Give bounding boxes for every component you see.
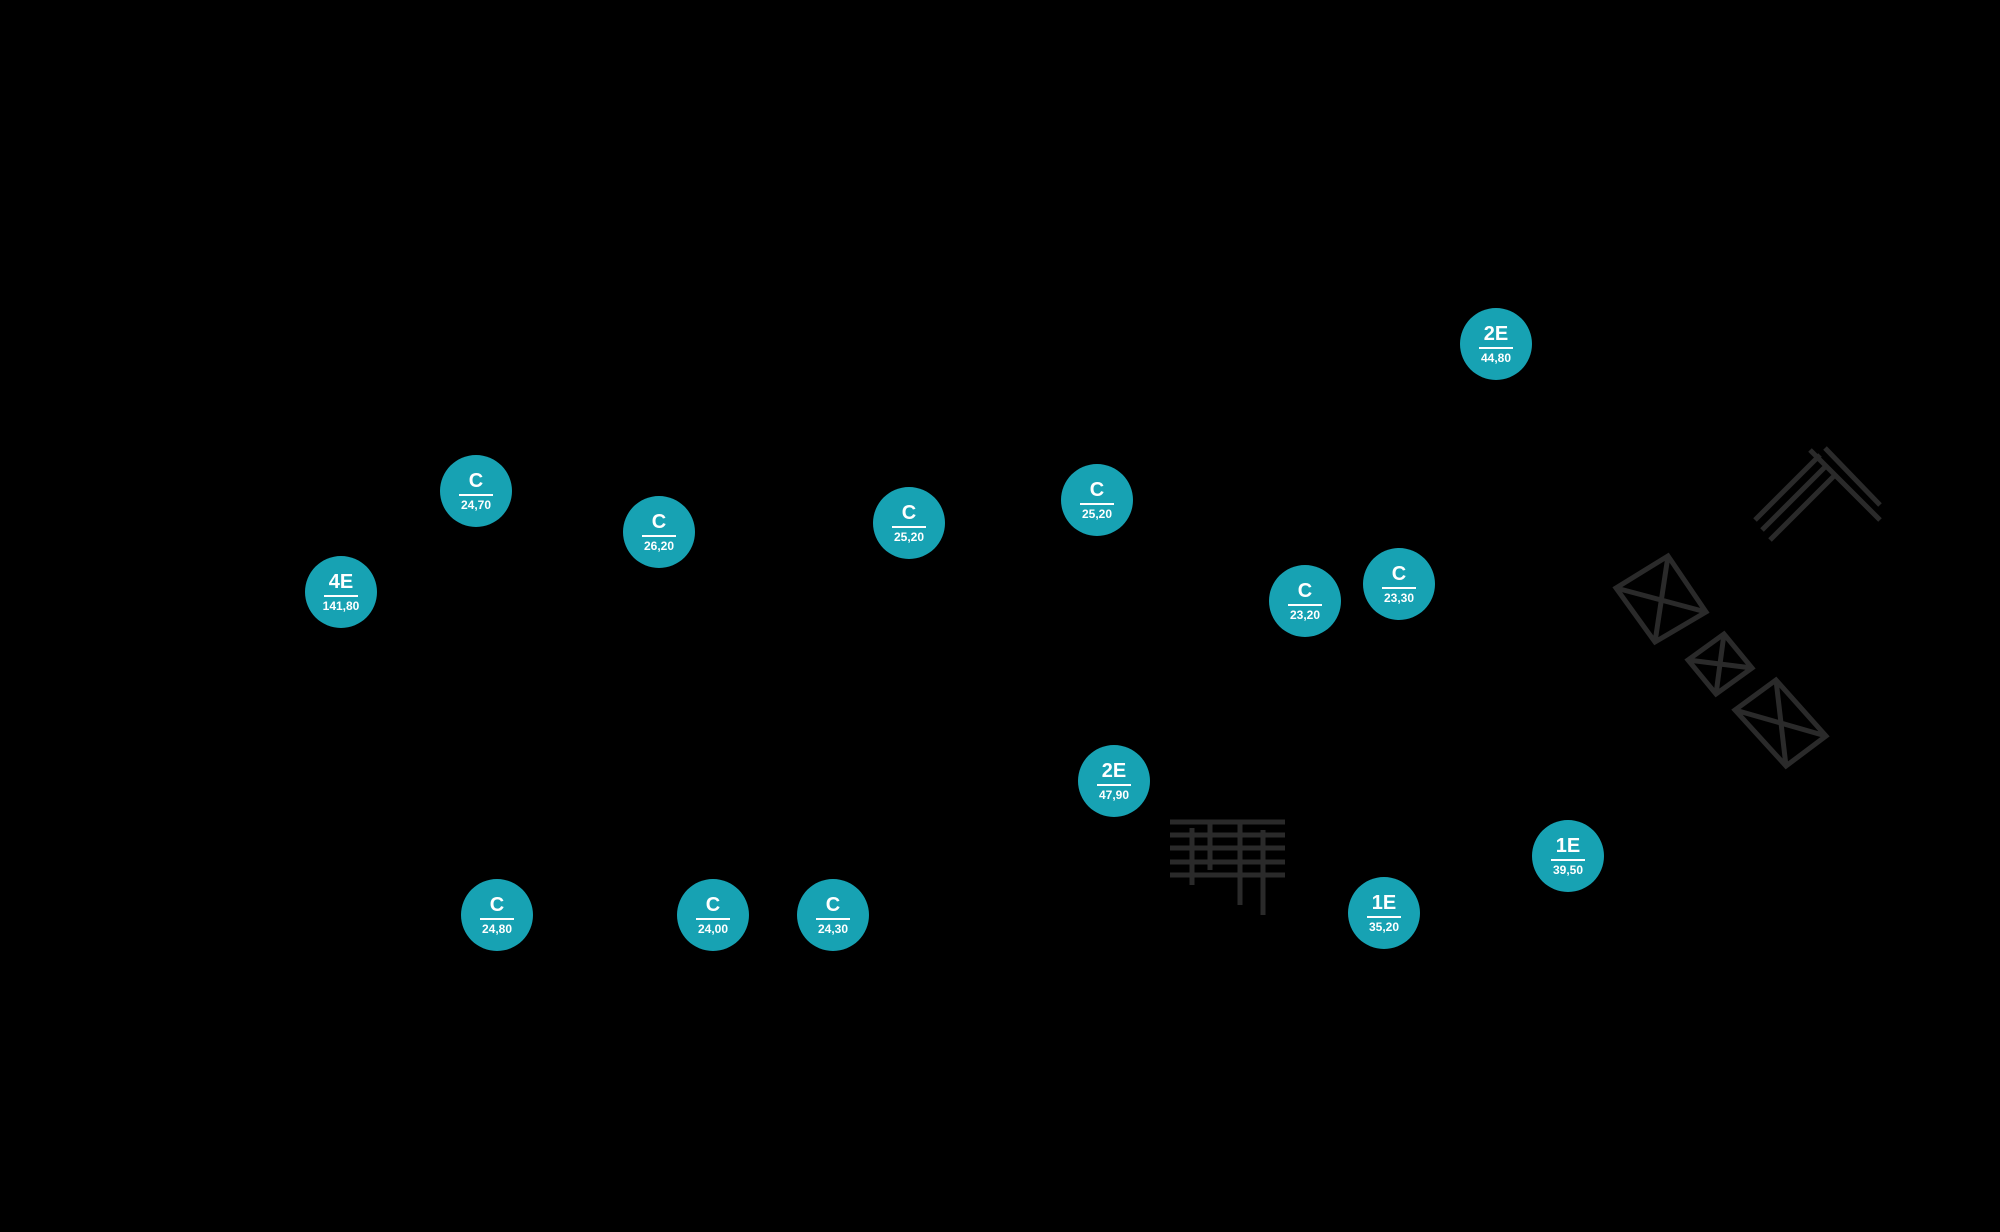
room-type: C: [901, 501, 917, 524]
divider: [892, 525, 926, 528]
room-area: 24,70: [460, 497, 492, 512]
divider: [816, 917, 850, 920]
room-badge[interactable]: C 24,70: [440, 455, 512, 527]
room-area: 26,20: [643, 538, 675, 553]
room-badge[interactable]: 4E 141,80: [305, 556, 377, 628]
room-area: 25,20: [1081, 506, 1113, 521]
divider: [1367, 915, 1401, 918]
room-type: C: [651, 510, 667, 533]
room-type: 1E: [1371, 891, 1397, 914]
divider: [480, 917, 514, 920]
stairs-icon: [1753, 446, 1882, 542]
room-type: C: [468, 469, 484, 492]
room-area: 24,00: [697, 921, 729, 936]
divider: [1097, 783, 1131, 786]
room-type: C: [1297, 579, 1313, 602]
divider: [1479, 346, 1513, 349]
room-area: 24,80: [481, 921, 513, 936]
room-type: 2E: [1483, 322, 1509, 345]
room-type: C: [1089, 478, 1105, 501]
room-type: C: [1391, 562, 1407, 585]
room-badge[interactable]: C 23,20: [1269, 565, 1341, 637]
room-badge[interactable]: C 24,00: [677, 879, 749, 951]
room-area: 44,80: [1480, 350, 1512, 365]
divider: [642, 534, 676, 537]
divider: [696, 917, 730, 920]
room-badge[interactable]: 1E 39,50: [1532, 820, 1604, 892]
room-type: 2E: [1101, 759, 1127, 782]
room-type: 4E: [328, 570, 354, 593]
room-area: 23,20: [1289, 607, 1321, 622]
room-badge[interactable]: 1E 35,20: [1348, 877, 1420, 949]
divider: [1551, 858, 1585, 861]
divider: [324, 594, 358, 597]
room-badge[interactable]: C 26,20: [623, 496, 695, 568]
room-area: 25,20: [893, 529, 925, 544]
room-area: 24,30: [817, 921, 849, 936]
room-area: 47,90: [1098, 787, 1130, 802]
room-area: 35,20: [1368, 919, 1400, 934]
room-badge[interactable]: C 24,30: [797, 879, 869, 951]
room-type: 1E: [1555, 834, 1581, 857]
room-type: C: [489, 893, 505, 916]
divider: [1382, 586, 1416, 589]
divider: [459, 493, 493, 496]
room-badge[interactable]: C 24,80: [461, 879, 533, 951]
stairs-icon: [1170, 819, 1285, 915]
room-type: C: [705, 893, 721, 916]
room-type: C: [825, 893, 841, 916]
room-area: 23,30: [1383, 590, 1415, 605]
room-badge[interactable]: C 25,20: [1061, 464, 1133, 536]
room-area: 39,50: [1552, 862, 1584, 877]
room-area: 141,80: [322, 598, 360, 613]
divider: [1080, 502, 1114, 505]
room-badge[interactable]: 2E 47,90: [1078, 745, 1150, 817]
room-badge[interactable]: C 23,30: [1363, 548, 1435, 620]
divider: [1288, 603, 1322, 606]
room-badge[interactable]: C 25,20: [873, 487, 945, 559]
room-badge[interactable]: 2E 44,80: [1460, 308, 1532, 380]
window-cross-icon: [1612, 552, 1830, 770]
